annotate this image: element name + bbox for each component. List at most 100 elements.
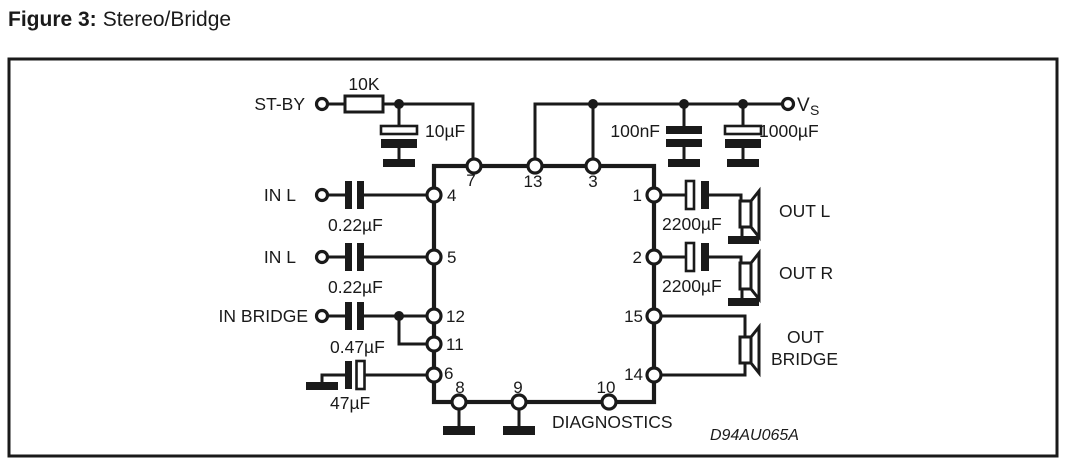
- pin-number-11: 11: [446, 335, 464, 354]
- ground-symbol: [727, 159, 759, 167]
- ground-symbol: [668, 159, 700, 167]
- figure-title: Stereo/Bridge: [102, 8, 232, 31]
- cap-022uf-label: 0.22µF: [328, 215, 383, 235]
- cap-047uf-plate: [357, 302, 364, 330]
- ic-outline: [431, 163, 657, 405]
- speaker-driver: [738, 261, 753, 291]
- output-right-net: [661, 241, 761, 306]
- standby-wire: [328, 102, 475, 158]
- cap-100nf-plate: [666, 139, 702, 147]
- ic-pin-12: [425, 307, 443, 325]
- figure-number: Figure 3:: [8, 8, 97, 31]
- cap-1000uf-plus-plate: [723, 124, 763, 136]
- ground-symbol: [306, 382, 338, 390]
- ic-pin-10: [600, 393, 618, 411]
- speaker-driver: [738, 335, 753, 365]
- reference-code: D94AU065A: [710, 427, 799, 444]
- cap-47uf-minus-plate: [345, 361, 352, 389]
- cap-2200uf-plus-plate: [684, 179, 696, 211]
- bottom-grounds: [443, 410, 535, 435]
- ic-pin-11: [425, 335, 443, 353]
- junction-dot: [588, 99, 598, 109]
- cap-10uf-minus-plate: [381, 139, 417, 148]
- ic-body: [425, 157, 663, 411]
- in-l2-terminal: [314, 249, 330, 265]
- pin-number-3: 3: [588, 172, 597, 191]
- ground-symbol: [443, 426, 475, 435]
- resistor-10k: [343, 94, 385, 114]
- cap-1000uf-label: 1000µF: [759, 121, 819, 141]
- in-bridge-label: IN BRIDGE: [219, 306, 308, 326]
- stby-terminal: [314, 96, 330, 112]
- out-bridge-label-line1: OUT: [787, 327, 824, 347]
- cap-022uf-plate: [345, 181, 352, 209]
- resistor-10k-label: 10K: [348, 74, 379, 94]
- cap-022uf-plate: [357, 181, 364, 209]
- input-left-net: [314, 181, 427, 209]
- cap-047uf-label: 0.47µF: [330, 337, 385, 357]
- cap-100nf-plate: [666, 126, 702, 134]
- cap-022uf-plate: [357, 243, 364, 271]
- ground-symbol: [728, 236, 759, 244]
- cap-2200uf-minus-plate: [701, 243, 709, 271]
- cap-10uf-label: 10µF: [425, 121, 465, 141]
- out-l-label: OUT L: [779, 201, 830, 221]
- ic-pin-13: [526, 157, 544, 175]
- ic-pin-2: [645, 248, 663, 266]
- pin-number-12: 12: [446, 307, 465, 326]
- out-bridge-label-line2: BRIDGE: [771, 349, 838, 369]
- cap-047uf-plate: [345, 302, 352, 330]
- ground-symbol: [503, 426, 535, 435]
- pin-number-2: 2: [633, 248, 642, 267]
- in-l-terminal: [314, 187, 330, 203]
- ic-pin-7: [465, 157, 483, 175]
- ic-pin-9: [510, 393, 528, 411]
- cap-022uf-plate: [345, 243, 352, 271]
- standby-net: [314, 94, 475, 167]
- pin-number-13: 13: [524, 172, 543, 191]
- cap-1000uf-minus-plate: [725, 139, 761, 148]
- pin-number-9: 9: [513, 378, 522, 397]
- diagnostics-label: DIAGNOSTICS: [552, 412, 673, 432]
- pin-number-8: 8: [455, 378, 464, 397]
- pin-number-7: 7: [466, 171, 475, 190]
- junction-dot: [394, 311, 404, 321]
- out-r-wire: [661, 255, 743, 263]
- vs-label: V: [797, 95, 810, 116]
- cap-2200uf-plus-plate: [684, 241, 696, 273]
- cap-47uf-wire: [320, 373, 427, 382]
- output-left-net: [661, 179, 761, 244]
- ic-pin-5: [425, 248, 443, 266]
- pin-number-4: 4: [447, 186, 456, 205]
- figure-caption: Figure 3:Stereo/Bridge: [8, 8, 231, 32]
- ic-pin-3: [584, 157, 602, 175]
- pin-number-5: 5: [447, 248, 456, 267]
- ic-pin-1: [645, 186, 663, 204]
- out-l-wire: [661, 193, 743, 201]
- input-bridge-net: [314, 302, 427, 346]
- out-r-label: OUT R: [779, 263, 833, 283]
- in-bridge-terminal: [314, 308, 330, 324]
- ic-pin-6: [425, 366, 443, 384]
- cap-2200uf-label-2: 2200µF: [662, 276, 722, 296]
- pin-number-1: 1: [633, 186, 642, 205]
- input-right-net: [314, 243, 427, 271]
- bootstrap-net: [306, 359, 427, 391]
- pin-number-10: 10: [597, 378, 616, 397]
- pin-number-14: 14: [624, 365, 643, 384]
- supply-net: [533, 96, 796, 167]
- speaker-driver: [738, 199, 753, 229]
- cap-2200uf-minus-plate: [701, 181, 709, 209]
- cap-47uf-label: 47µF: [330, 393, 370, 413]
- in-l-label: IN L: [264, 185, 296, 205]
- ic-pin-8: [450, 393, 468, 411]
- vs-label-subscript: S: [810, 102, 819, 118]
- ic-pin-15: [645, 307, 663, 325]
- cap-100nf-label: 100nF: [610, 121, 660, 141]
- cap-022uf-label-2: 0.22µF: [328, 277, 383, 297]
- ground-symbol: [383, 159, 415, 167]
- stby-label: ST-BY: [254, 94, 305, 114]
- pin-number-6: 6: [444, 364, 453, 383]
- cap-10uf-plus-plate: [379, 124, 419, 136]
